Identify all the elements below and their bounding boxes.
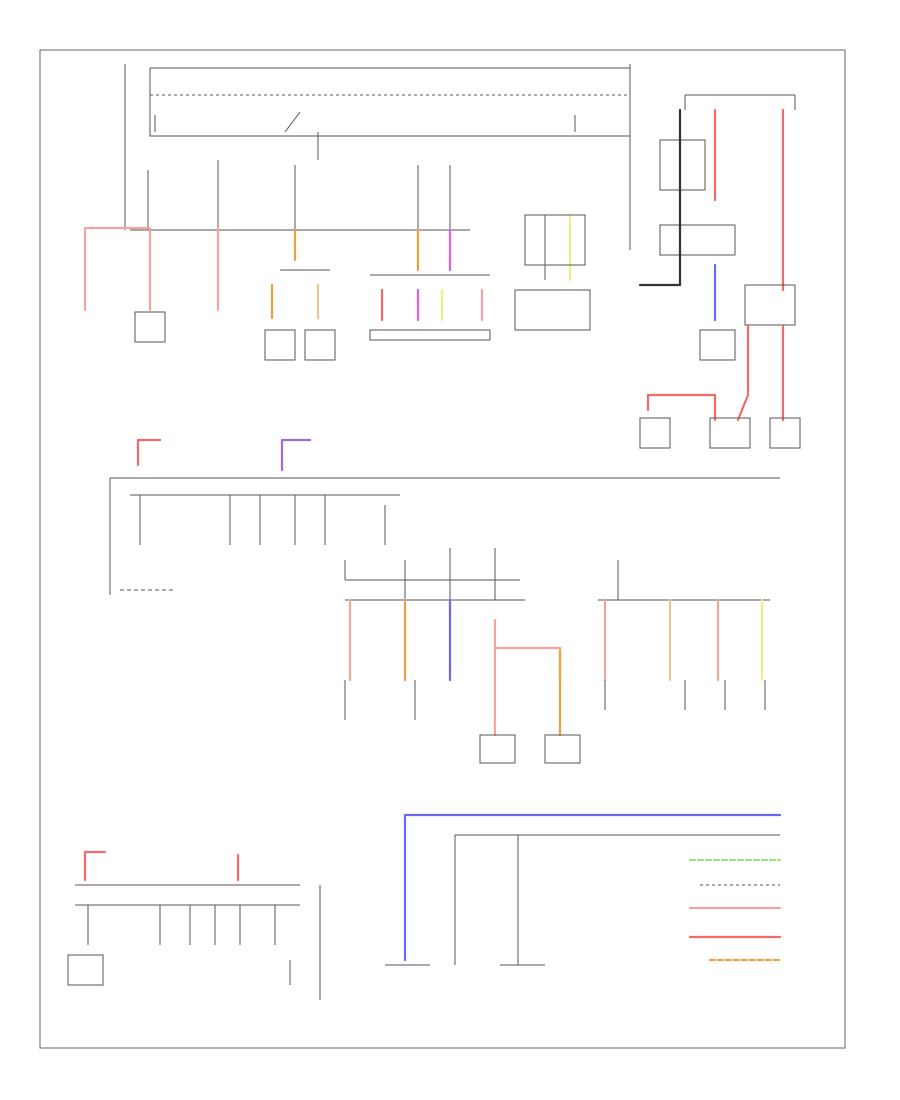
upper-left-fuse-block [130,160,470,231]
lower-right-circuits [385,813,782,966]
middle-bus [109,438,780,595]
middle-right-circuits [598,560,770,710]
upper-right-relays [638,94,801,449]
upper-left-components [134,214,591,361]
upper-left-wires [83,213,572,322]
lower-left-circuits [67,850,321,1000]
diagram-frame [39,49,846,1049]
ignition-switch [124,64,631,250]
middle-center-circuits [344,548,581,764]
